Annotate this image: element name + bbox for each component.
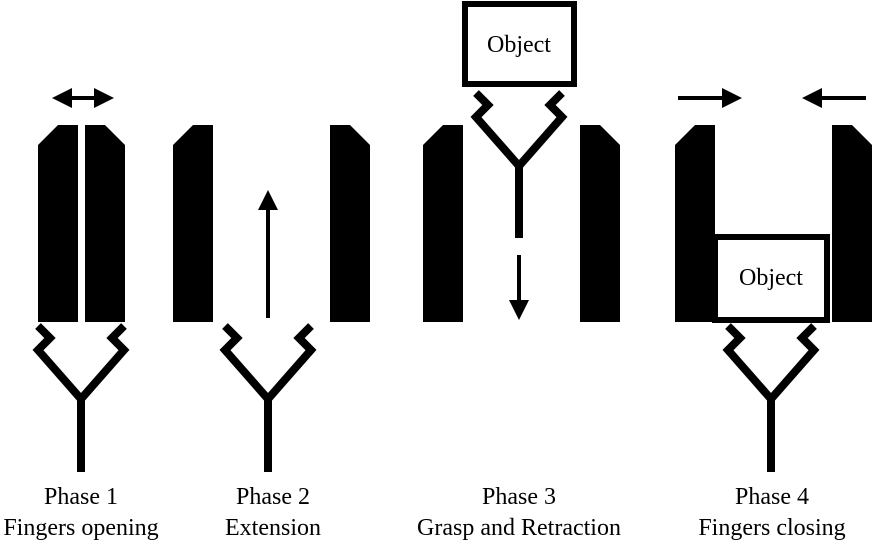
phase-4-figure: Object [675, 88, 872, 472]
object-box [462, 1, 577, 87]
phase-3-subtitle: Grasp and Retraction [417, 515, 621, 541]
left-finger [675, 125, 715, 322]
phase-1-caption: Phase 1 Fingers opening [0, 482, 191, 544]
right-finger [580, 125, 620, 322]
right-finger [330, 125, 370, 322]
phase-2-caption: Phase 2 Extension [163, 482, 383, 544]
right-finger [85, 125, 125, 322]
object-box [712, 234, 830, 323]
left-finger [38, 125, 78, 322]
gripper-y-linkage [470, 90, 568, 173]
phase-3-title: Phase 3 [482, 484, 556, 510]
object-label: Object [739, 265, 803, 291]
phase-4-title: Phase 4 [735, 484, 809, 510]
phase-1-figure [32, 88, 130, 472]
phase-1-title: Phase 1 [44, 484, 118, 510]
left-finger [423, 125, 463, 322]
phase-3-caption: Phase 3 Grasp and Retraction [409, 482, 629, 544]
phase-1-subtitle: Fingers opening [3, 515, 159, 541]
phase-4-caption: Phase 4 Fingers closing [662, 482, 872, 544]
right-finger [832, 125, 872, 322]
phase-2-figure [173, 125, 370, 472]
gripper-y-linkage [32, 323, 130, 406]
object-label: Object [487, 32, 551, 58]
phase-2-title: Phase 2 [236, 484, 310, 510]
gripper-y-linkage [219, 323, 317, 406]
phase-2-subtitle: Extension [225, 515, 321, 541]
phase-3-figure: Object [423, 1, 620, 322]
gripper-y-linkage [722, 323, 820, 406]
left-finger [173, 125, 213, 322]
phase-4-subtitle: Fingers closing [698, 515, 846, 541]
